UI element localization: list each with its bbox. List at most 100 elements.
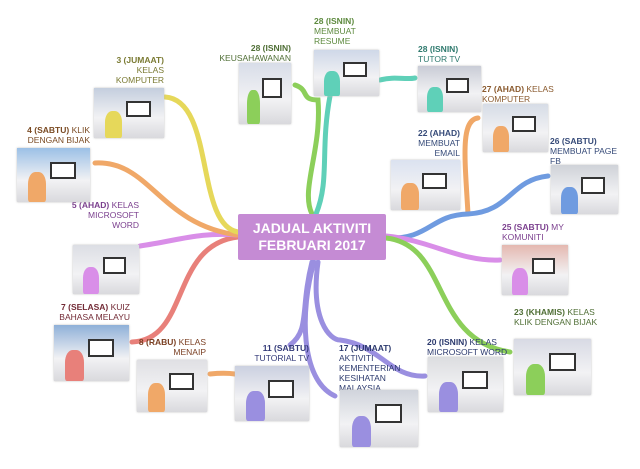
topic-title: KELAS KOMPUTER <box>115 65 164 85</box>
topic-label: 28 (ISNIN) MEMBUAT RESUME <box>314 16 384 46</box>
activity-photo[interactable] <box>502 245 568 295</box>
person-shape <box>351 415 372 447</box>
activity-photo[interactable] <box>514 339 591 395</box>
monitor-shape <box>548 353 576 371</box>
activity-photo[interactable] <box>94 88 164 138</box>
topic-label: 17 (JUMAAT) AKTIVITI KEMENTERIAN KESIHAT… <box>339 343 419 393</box>
topic-title: KEUSAHAWANAN <box>219 53 291 63</box>
activity-photo[interactable] <box>340 390 418 447</box>
topic-date: 25 (SABTU) <box>502 222 549 232</box>
topic-label: 27 (AHAD) KELAS KOMPUTER <box>482 84 562 104</box>
topic-title: KELAS KLIK DENGAN BIJAK <box>514 307 598 327</box>
person-shape <box>401 182 419 210</box>
topic-label: 22 (AHAD) MEMBUAT EMAIL <box>400 128 460 158</box>
activity-photo[interactable] <box>235 366 309 421</box>
topic-label: 28 (ISNIN) TUTOR TV <box>418 44 488 64</box>
topic-title: KLIK DENGAN BIJAK <box>27 125 90 145</box>
person-shape <box>561 187 578 214</box>
topic-title: KELAS MICROSOFT WORD <box>88 200 139 230</box>
topic-date: 28 (ISNIN) <box>250 43 291 53</box>
branch-my-komuniti <box>383 233 503 263</box>
topic-date: 17 (JUMAAT) <box>339 343 392 353</box>
topic-label: 7 (SELASA) KUIZ BAHASA MELAYU <box>40 302 130 322</box>
person-shape <box>246 90 260 124</box>
topic-title: KELAS KOMPUTER <box>482 84 554 104</box>
monitor-shape <box>87 339 115 357</box>
activity-photo[interactable] <box>391 160 460 210</box>
topic-label: 11 (SABTU) TUTORIAL TV <box>239 343 309 363</box>
topic-date: 28 (ISNIN) <box>314 16 355 26</box>
topic-title: MY KOMUNITI <box>502 222 564 242</box>
activity-photo[interactable] <box>17 148 90 202</box>
branch-kuiz-bahasa-melayu <box>129 234 241 345</box>
branch-kelas-menaip <box>207 370 238 377</box>
topic-date: 27 (AHAD) <box>482 84 525 94</box>
topic-label: 20 (ISNIN) KELAS MICROSOFT WORD <box>427 337 517 357</box>
branch-kelas-microsoft-word-20 <box>313 259 428 379</box>
monitor-shape <box>262 78 282 98</box>
person-shape <box>65 350 84 381</box>
branch-klik-dengan-bijak-4 <box>92 160 241 238</box>
topic-label: 3 (JUMAAT) KELAS KOMPUTER <box>94 55 164 85</box>
activity-photo[interactable] <box>428 357 503 412</box>
monitor-shape <box>49 161 76 179</box>
monitor-shape <box>422 172 447 189</box>
topic-date: 3 (JUMAAT) <box>116 55 164 65</box>
branch-membuat-resume <box>313 93 333 217</box>
branch-kelas-klik-dengan-bijak-23 <box>383 235 513 355</box>
branch-tutorial-tv <box>287 259 315 348</box>
topic-title: KELAS MENAIP <box>173 337 206 357</box>
activity-photo[interactable] <box>137 360 207 412</box>
topic-title: AKTIVITI KEMENTERIAN KESIHATAN MALAYSIA <box>339 353 401 393</box>
person-shape <box>27 172 47 202</box>
monitor-shape <box>446 77 470 93</box>
activity-photo[interactable] <box>54 325 129 381</box>
topic-date: 4 (SABTU) <box>27 125 70 135</box>
activity-photo[interactable] <box>483 104 548 152</box>
topic-date: 7 (SELASA) <box>61 302 109 312</box>
topic-label: 4 (SABTU) KLIK DENGAN BIJAK <box>10 125 90 145</box>
activity-photo[interactable] <box>73 245 139 294</box>
monitor-shape <box>512 116 536 132</box>
central-topic[interactable]: JADUAL AKTIVITI FEBRUARI 2017 <box>238 214 386 260</box>
activity-photo[interactable] <box>314 50 379 96</box>
monitor-shape <box>343 61 367 77</box>
topic-label: 23 (KHAMIS) KELAS KLIK DENGAN BIJAK <box>514 307 604 327</box>
monitor-shape <box>531 257 556 274</box>
monitor-shape <box>102 257 127 274</box>
topic-date: 28 (ISNIN) <box>418 44 459 54</box>
branch-membuat-page-fb <box>383 173 551 241</box>
person-shape <box>246 390 265 421</box>
topic-title: TUTORIAL TV <box>254 353 309 363</box>
person-shape <box>427 86 444 112</box>
person-shape <box>147 383 165 412</box>
monitor-shape <box>375 404 403 423</box>
monitor-shape <box>461 370 489 389</box>
person-shape <box>104 110 122 138</box>
monitor-shape <box>268 379 295 398</box>
activity-photo[interactable] <box>418 66 481 112</box>
activity-photo[interactable] <box>239 63 291 124</box>
topic-title: TUTOR TV <box>418 54 461 64</box>
monitor-shape <box>168 373 194 390</box>
topic-date: 23 (KHAMIS) <box>514 307 566 317</box>
activity-photo[interactable] <box>551 165 618 214</box>
branch-tutor-tv <box>377 75 418 83</box>
topic-title: MEMBUAT EMAIL <box>418 138 460 158</box>
topic-date: 26 (SABTU) <box>550 136 597 146</box>
monitor-shape <box>125 100 151 117</box>
topic-title: KUIZ BAHASA MELAYU <box>59 302 130 322</box>
topic-label: 8 (RABU) KELAS MENAIP <box>130 337 206 357</box>
topic-label: 25 (SABTU) MY KOMUNITI <box>502 222 582 242</box>
topic-date: 11 (SABTU) <box>262 343 309 353</box>
central-topic-line1: JADUAL AKTIVITI <box>252 220 372 236</box>
topic-title: KELAS MICROSOFT WORD <box>427 337 508 357</box>
person-shape <box>439 381 458 412</box>
monitor-shape <box>581 177 606 194</box>
topic-date: 5 (AHAD) <box>71 200 110 210</box>
topic-label: 26 (SABTU) MEMBUAT PAGE FB <box>550 136 630 166</box>
topic-title: MEMBUAT PAGE FB <box>550 146 618 166</box>
person-shape <box>525 364 545 395</box>
topic-title: MEMBUAT RESUME <box>314 26 356 46</box>
